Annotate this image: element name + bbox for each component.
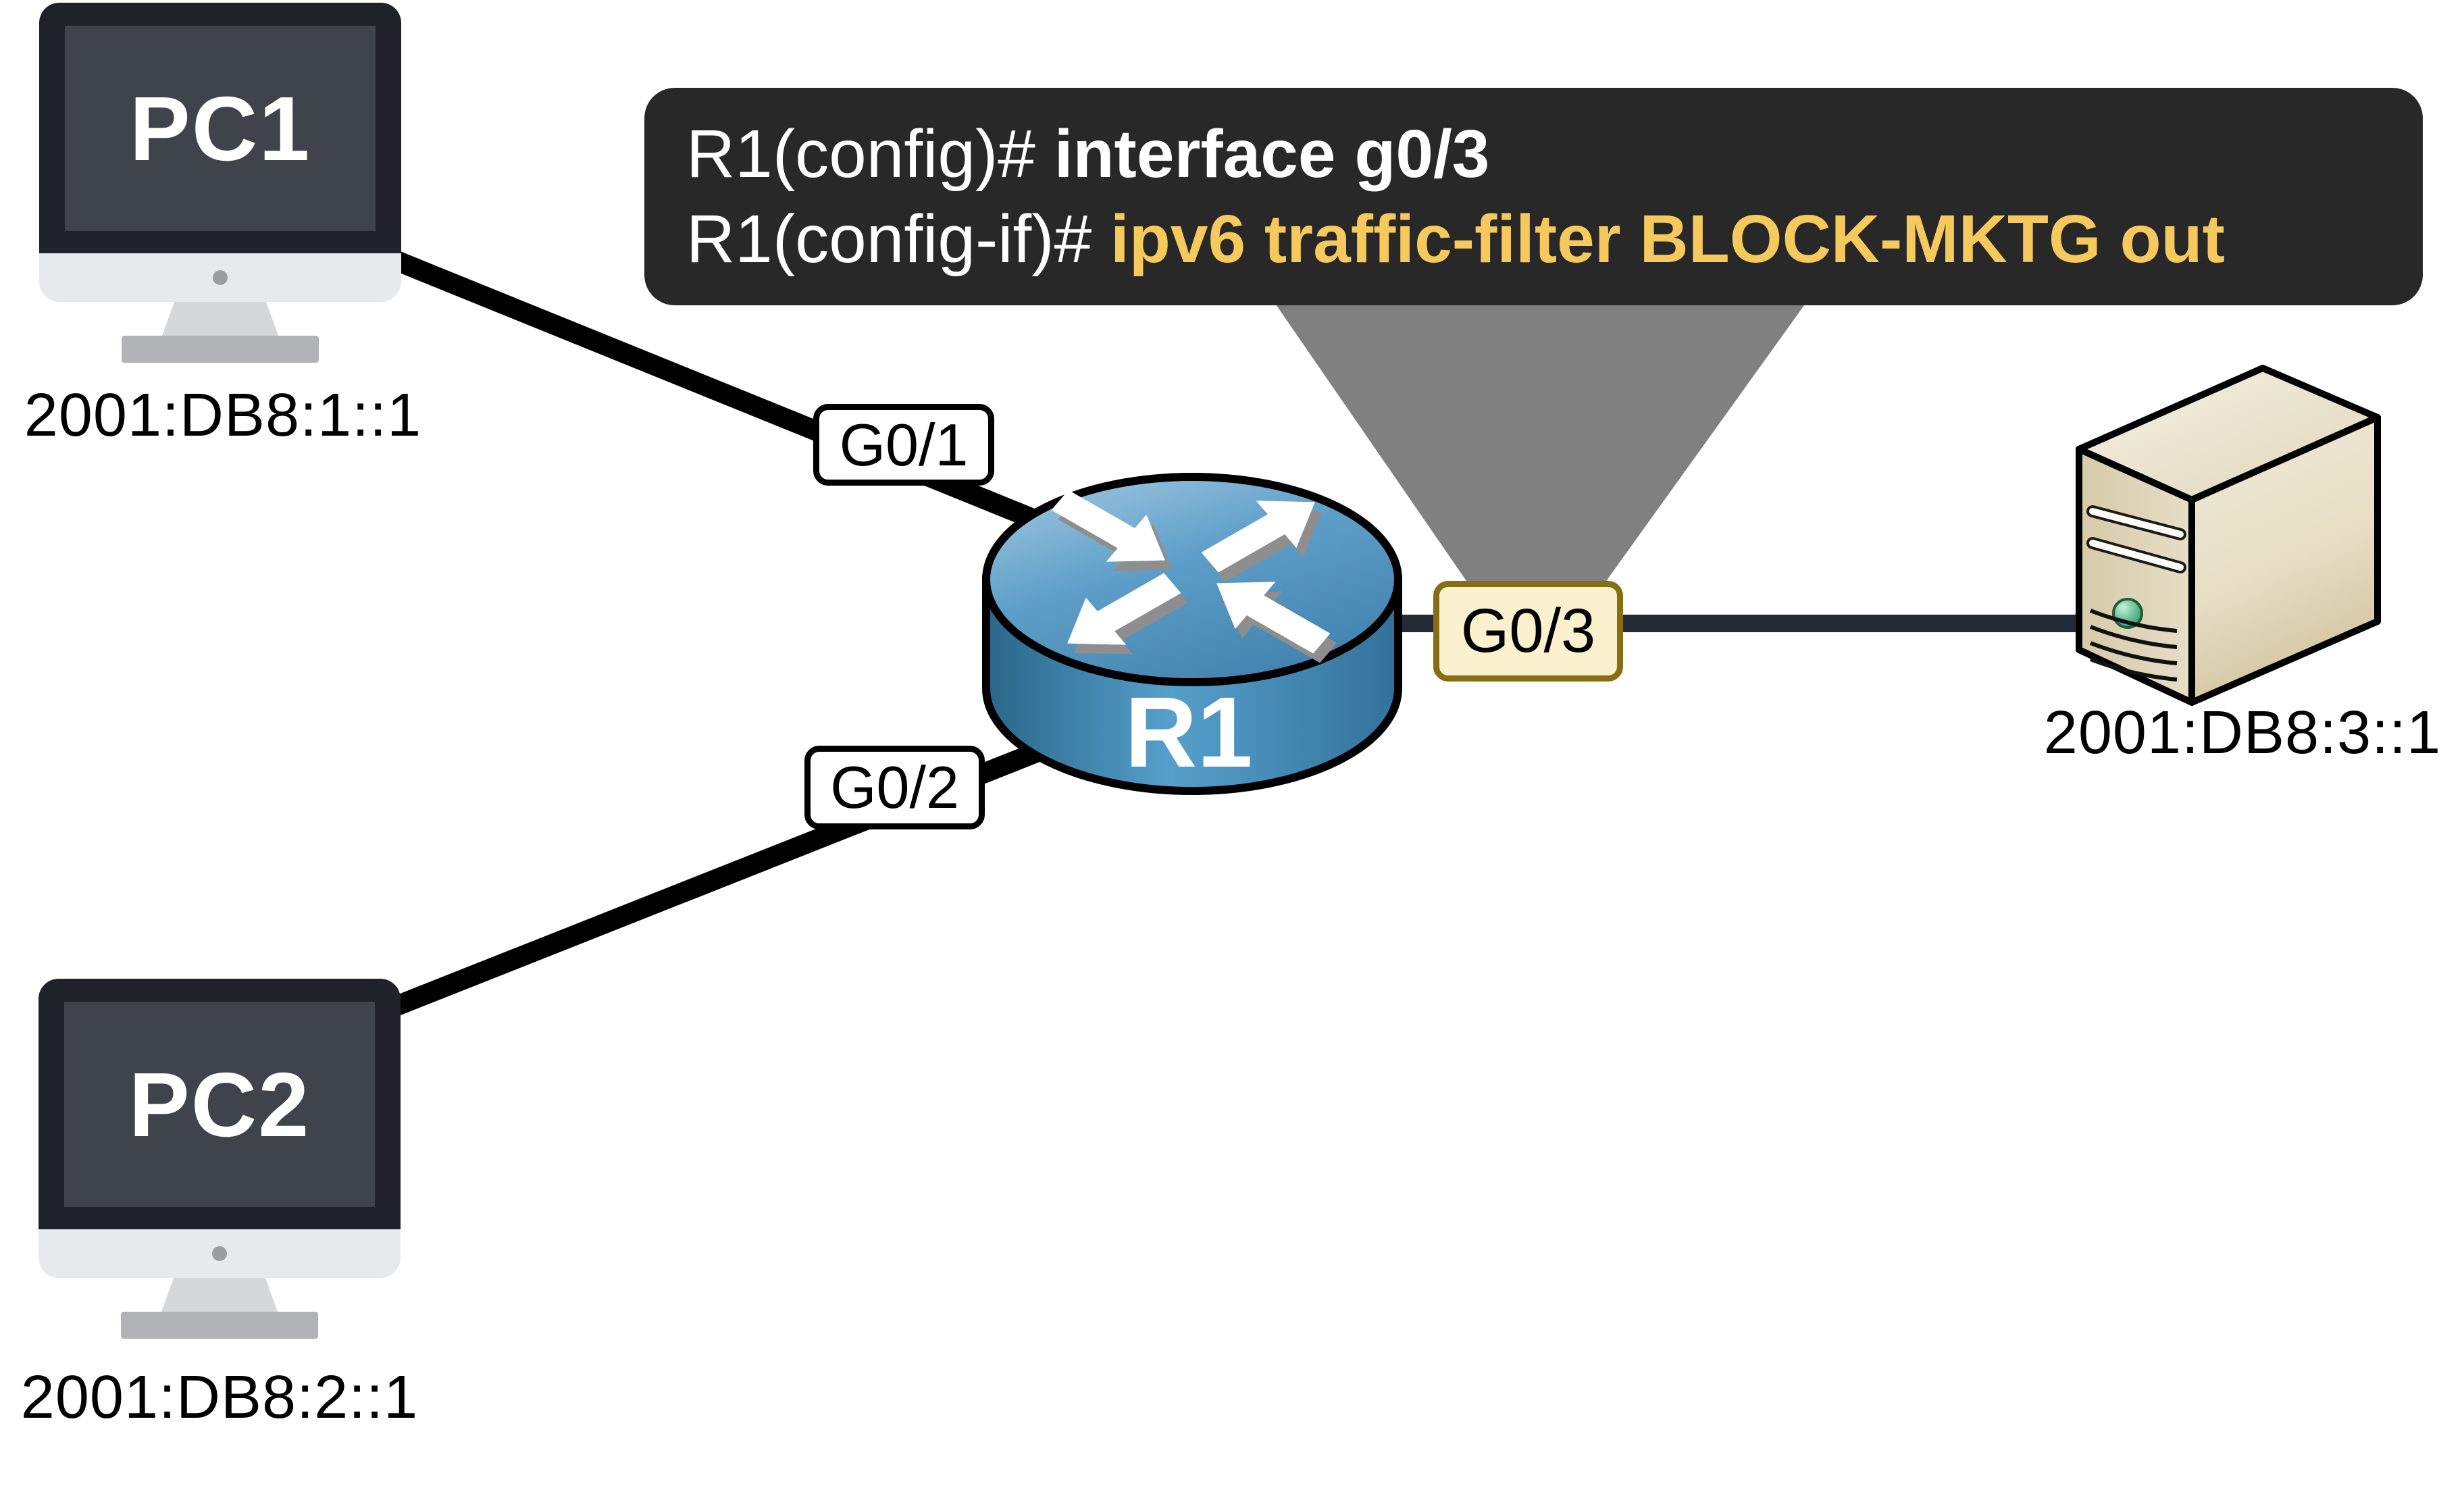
interface-label-g0-2-text: G0/2: [830, 754, 959, 821]
pc2-ip-address: 2001:DB8:2::1: [20, 1363, 419, 1431]
pc1-ip-address: 2001:DB8:1::1: [24, 381, 422, 449]
cli-line-1: R1(config)# interface g0/3: [686, 119, 2423, 189]
cli-command-1: interface g0/3: [1054, 116, 1490, 192]
callout-pointer-triangle: [1275, 303, 1806, 583]
server-vents: [2089, 609, 2178, 682]
cli-line-2: R1(config-if)# ipv6 traffic-filter BLOCK…: [686, 204, 2423, 274]
pc2-label: PC2: [128, 1053, 311, 1156]
cli-callout: R1(config)# interface g0/3 R1(config-if)…: [644, 88, 2423, 305]
interface-label-g0-1: G0/1: [813, 404, 994, 486]
server-drive-slots: [2086, 505, 2186, 573]
router-top-face: [982, 473, 1402, 686]
router-label: R1: [1125, 677, 1253, 788]
cli-prompt-2: R1(config-if)#: [686, 201, 1110, 277]
server-icon: [2076, 365, 2381, 706]
cli-prompt-1: R1(config)#: [686, 116, 1054, 192]
cable-pc2-router: [374, 720, 1098, 1023]
interface-label-g0-3: G0/3: [1433, 581, 1623, 682]
router-icon: [982, 473, 1402, 795]
pc1-label: PC1: [129, 77, 311, 180]
server-ip-address: 2001:DB8:3::1: [2043, 698, 2442, 767]
cli-command-2: ipv6 traffic-filter BLOCK-MKTG out: [1110, 201, 2225, 277]
interface-label-g0-3-text: G0/3: [1460, 596, 1596, 665]
interface-label-g0-2: G0/2: [804, 746, 985, 829]
cable-pc1-router: [374, 244, 1115, 560]
interface-label-g0-1-text: G0/1: [839, 411, 969, 478]
